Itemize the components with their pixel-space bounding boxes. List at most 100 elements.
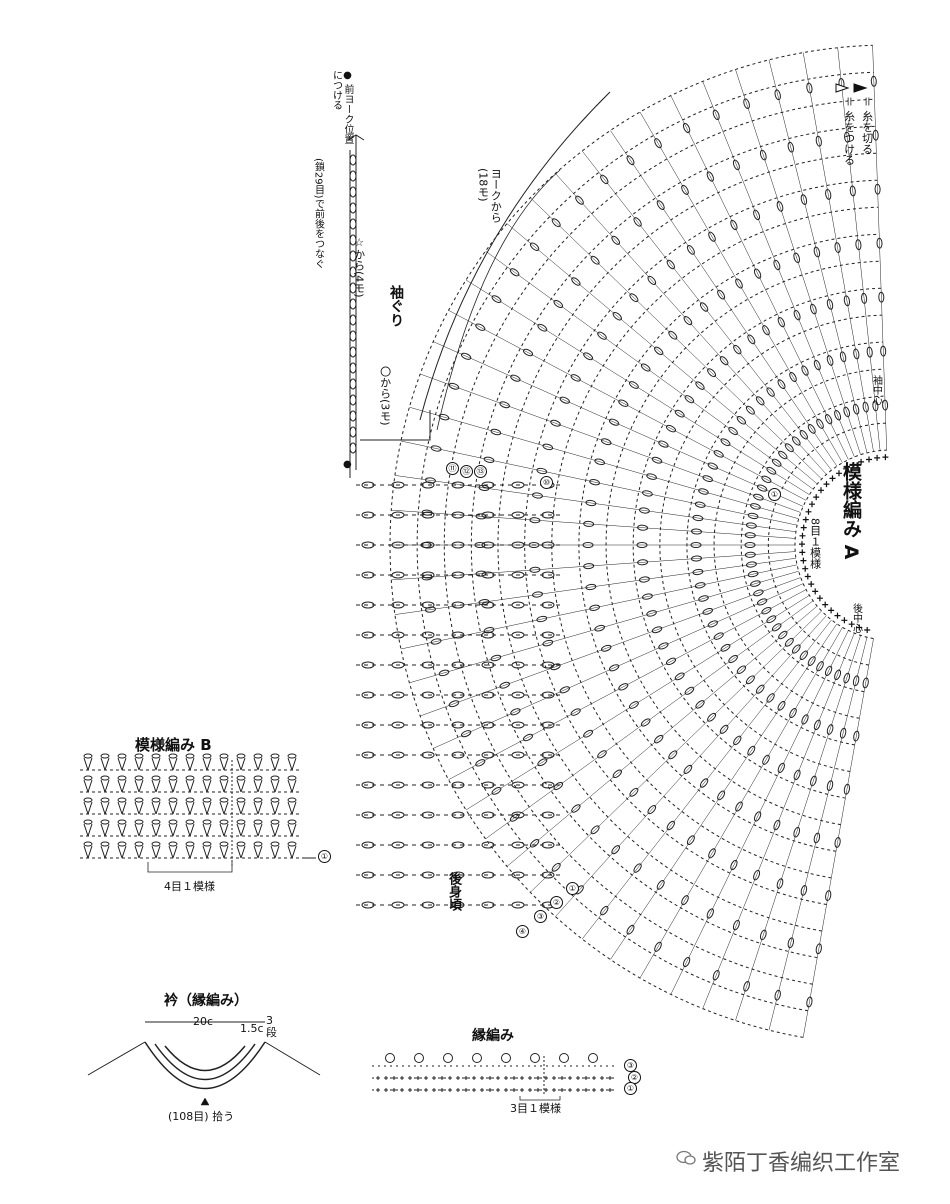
v-stitch xyxy=(253,801,263,815)
stitch-cluster xyxy=(511,781,525,789)
stitch-cluster xyxy=(862,677,869,689)
single-crochet-mark xyxy=(834,612,841,619)
stitch-cluster xyxy=(638,576,650,583)
stitch-cluster xyxy=(813,246,821,258)
stitch-cluster xyxy=(684,395,695,404)
single-crochet-mark xyxy=(866,456,872,463)
stitch-cluster xyxy=(511,901,525,909)
back-body-stitch-columns xyxy=(356,481,560,909)
stitch-cluster xyxy=(481,601,495,609)
yoke-stitch-column xyxy=(530,197,822,480)
chain-stitch xyxy=(117,841,127,847)
stitch-cluster xyxy=(633,217,642,227)
stitch-cluster xyxy=(882,399,889,411)
stitch-cluster xyxy=(694,501,706,508)
stitch-cluster xyxy=(651,456,663,464)
chain-stitch xyxy=(270,753,280,759)
legend-attach-text: ＝ 糸をつける xyxy=(842,96,856,166)
chain-stitch xyxy=(349,282,357,294)
yoke-stitch-column xyxy=(506,223,818,485)
stitch-cluster xyxy=(421,541,435,549)
stitch-cluster xyxy=(626,924,635,935)
collar-rows-label: 3 段 xyxy=(266,1014,277,1040)
armhole-label: 袖ぐり xyxy=(388,285,404,327)
stitch-cluster xyxy=(451,841,465,849)
stitch-cluster xyxy=(753,811,762,822)
stitch-cluster xyxy=(529,517,541,524)
chain-stitch xyxy=(168,841,178,847)
yoke-stitch-column xyxy=(555,615,827,917)
stitch-cluster xyxy=(712,109,720,121)
stitch-cluster xyxy=(594,458,606,466)
stitch-cluster xyxy=(825,188,832,200)
stitch-cluster xyxy=(421,721,435,729)
stitch-cluster xyxy=(421,601,435,609)
stitch-cluster xyxy=(813,832,821,844)
stitch-cluster xyxy=(481,721,495,729)
stitch-cluster xyxy=(541,601,555,609)
stitch-cluster xyxy=(430,445,442,452)
stitch-cluster xyxy=(637,524,649,531)
chain-stitch xyxy=(349,250,357,262)
stitch-cluster xyxy=(799,429,808,440)
collar-pickup-label: (108目) 拾う xyxy=(168,1110,235,1123)
stitch-cluster xyxy=(511,481,525,489)
stitch-cluster xyxy=(778,630,788,640)
single-crochet-mark xyxy=(416,1076,420,1092)
single-crochet-mark xyxy=(850,462,857,468)
stitch-cluster xyxy=(451,721,465,729)
yoke-stitch-column xyxy=(735,635,861,1021)
neck-edge-crosses xyxy=(799,454,889,633)
v-stitch xyxy=(100,845,110,859)
pattern-b-repeat-label: 4目１模様 xyxy=(164,880,215,893)
v-stitch xyxy=(219,757,229,771)
stitch-cluster xyxy=(736,416,747,425)
stitch-cluster xyxy=(430,638,442,645)
stitch-cluster xyxy=(815,135,822,147)
back-body-label: 後身頃 xyxy=(446,872,461,911)
stitch-cluster xyxy=(608,418,620,426)
stitch-cluster xyxy=(843,783,851,795)
v-stitch xyxy=(117,801,127,815)
stitch-cluster xyxy=(361,481,375,489)
chain-stitch xyxy=(349,154,357,166)
v-stitch xyxy=(185,801,195,815)
stitch-cluster xyxy=(702,475,713,483)
yoke-round-arc xyxy=(551,206,879,879)
single-crochet-mark xyxy=(848,621,855,628)
join-note: (鎖29目)で前後をつなぐ xyxy=(312,158,324,269)
stitch-cluster xyxy=(570,708,581,716)
single-crochet-mark xyxy=(822,601,829,608)
picot-stitch xyxy=(588,1053,598,1063)
chain-stitch xyxy=(134,753,144,759)
stitch-cluster xyxy=(451,571,465,579)
stitch-cluster xyxy=(800,194,808,205)
chain-stitch xyxy=(236,797,246,803)
stitch-cluster xyxy=(541,511,555,519)
stitch-cluster xyxy=(878,291,885,303)
stitch-cluster xyxy=(361,601,375,609)
stitch-cluster xyxy=(747,570,759,578)
single-crochet-mark xyxy=(520,1076,524,1092)
stitch-cluster xyxy=(778,450,788,460)
yoke-stitch-column xyxy=(735,69,861,455)
single-crochet-mark xyxy=(802,565,809,572)
stitch-cluster xyxy=(730,859,738,871)
chain-stitch xyxy=(349,378,357,390)
stitch-cluster xyxy=(753,209,761,221)
collar-depth-label: 1.5c xyxy=(240,1022,264,1035)
stitch-cluster xyxy=(391,751,405,759)
stitch-cluster xyxy=(720,643,731,652)
stitch-cluster xyxy=(810,303,817,315)
stitch-cluster xyxy=(511,661,525,669)
stitch-cluster xyxy=(391,721,405,729)
stitch-cluster xyxy=(651,626,663,634)
v-stitch xyxy=(168,845,178,859)
chain-stitch xyxy=(349,426,357,438)
stitch-cluster xyxy=(451,691,465,699)
single-crochet-mark xyxy=(392,1076,396,1092)
stitch-cluster xyxy=(589,479,601,486)
stitch-cluster xyxy=(421,781,435,789)
stitch-cluster xyxy=(536,615,548,623)
stitch-cluster xyxy=(656,880,665,890)
